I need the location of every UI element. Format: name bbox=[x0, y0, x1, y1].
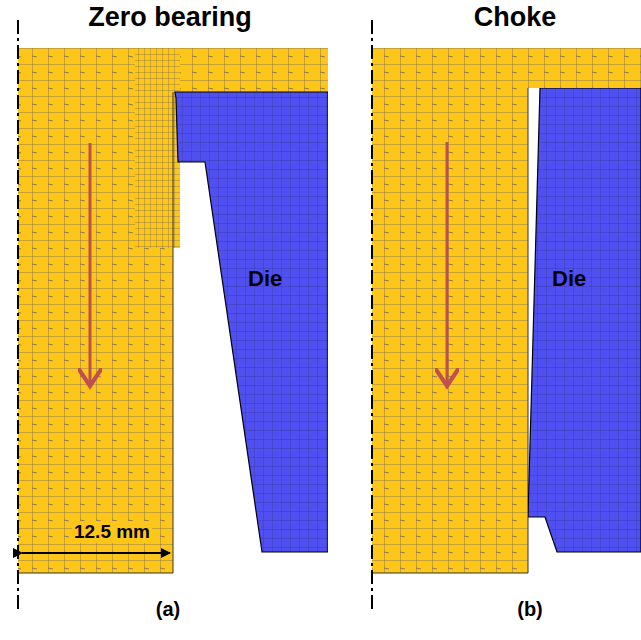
panel-heading: Zero bearing bbox=[88, 2, 252, 33]
die-label: Die bbox=[552, 266, 586, 292]
label-holder: (a) bbox=[156, 598, 180, 621]
die-label: Die bbox=[248, 266, 282, 292]
panel-letter: (a) bbox=[156, 598, 180, 621]
panel-heading: Choke bbox=[474, 2, 557, 33]
label-holder: Choke bbox=[474, 2, 557, 33]
panel-letter: (b) bbox=[517, 598, 543, 621]
die-shape: Die bbox=[173, 88, 328, 554]
die-outline bbox=[528, 88, 641, 554]
label-holder: (b) bbox=[517, 598, 543, 621]
die-outline bbox=[173, 88, 328, 554]
die-shape: Die bbox=[528, 88, 641, 554]
label-holder: Zero bearing bbox=[88, 2, 252, 33]
dimension-label: 12.5 mm bbox=[72, 521, 152, 543]
label-holder: 12.5 mm bbox=[72, 521, 152, 543]
